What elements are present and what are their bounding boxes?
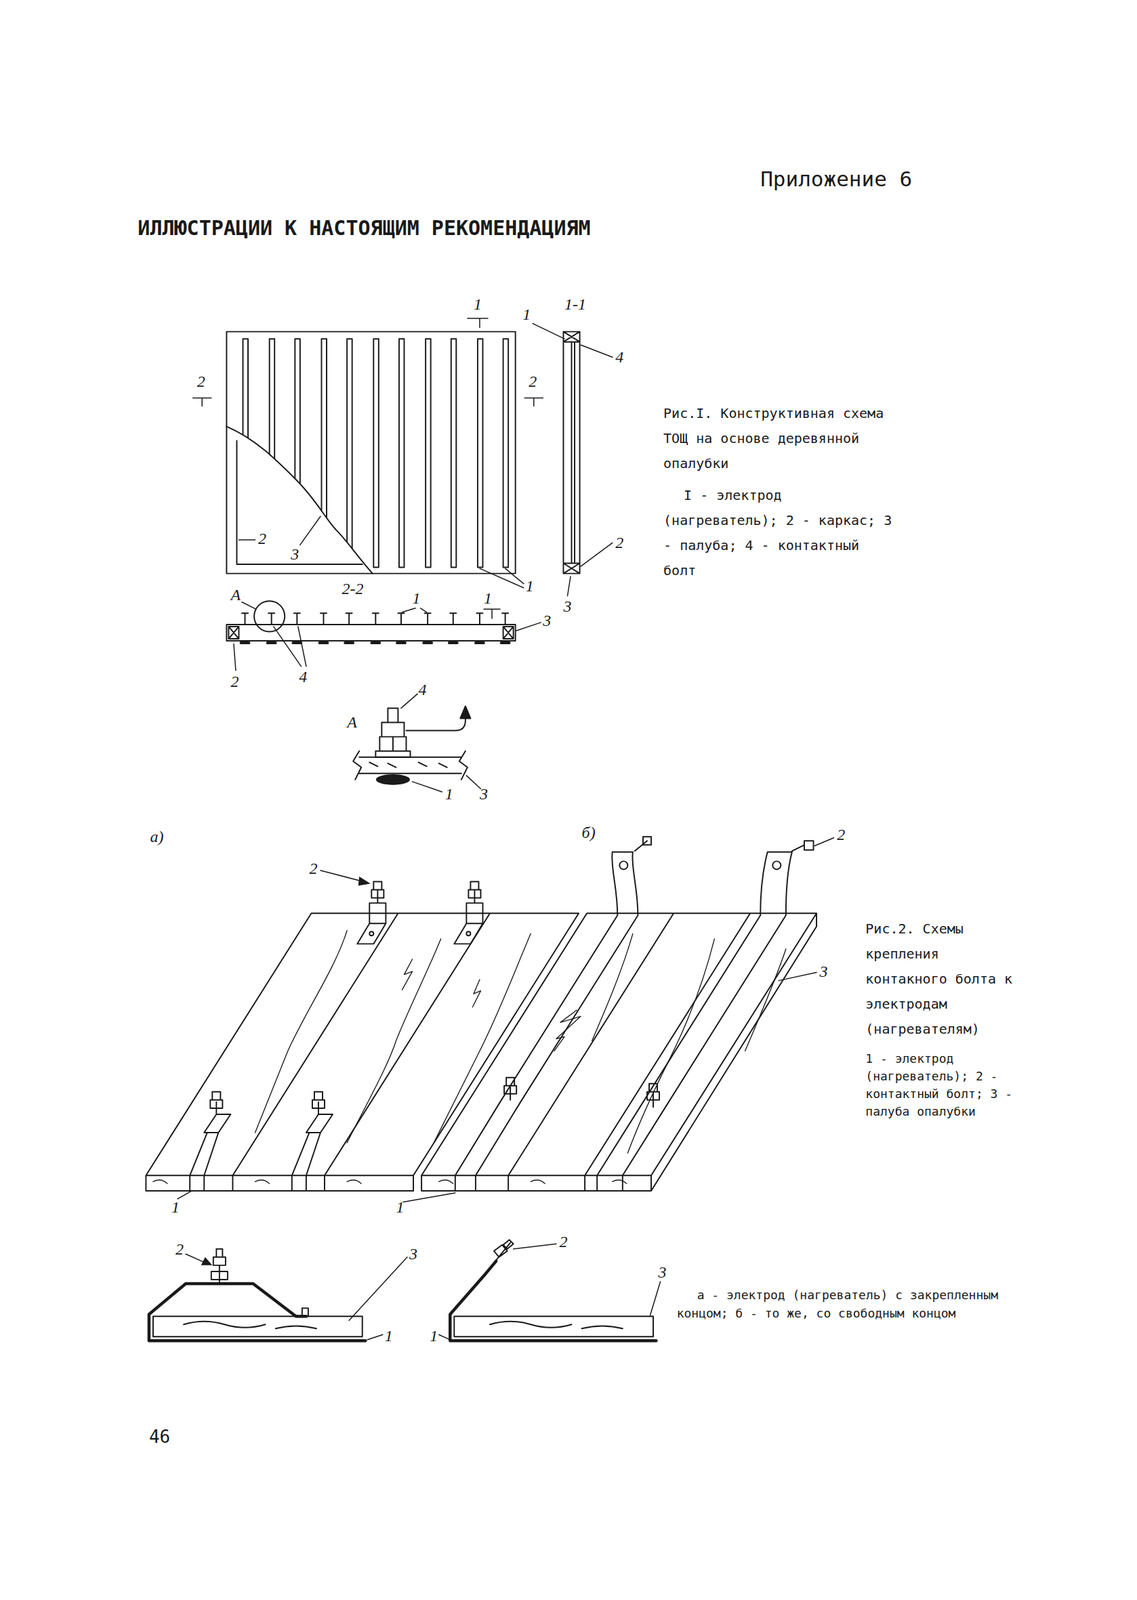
callout-number: 3: [819, 963, 829, 980]
figure-caption: Рис.I. Конструктивная схема ТОЩ на основ…: [663, 401, 894, 477]
free-electrodes: [455, 836, 814, 1192]
section-a-board: [153, 1316, 363, 1337]
leader-lines: [177, 318, 835, 1341]
caption-block: Рис.2. Схемы крепления контакного болта …: [865, 916, 1027, 1121]
callout-number: а): [149, 828, 164, 845]
frame-lines: [236, 441, 362, 565]
figure-legend: 1 - электрод (нагреватель); 2 - контактн…: [865, 1050, 1027, 1121]
fixed-electrodes: [189, 882, 483, 1192]
figure-note: а - электрод (нагреватель) с закрепленны…: [676, 1286, 1057, 1323]
section-b-bolt: [491, 1239, 514, 1266]
cutaway-edge: [226, 426, 372, 574]
callout-number: 2: [615, 534, 624, 551]
callout-number: 3: [563, 598, 572, 615]
callout-number: 1: [525, 577, 534, 595]
callout-number: 2: [230, 673, 239, 690]
page-number: 46: [149, 1427, 171, 1448]
section-2-2: [226, 624, 515, 642]
contact-bolts: [241, 613, 509, 625]
callout-number: 1: [522, 306, 531, 323]
callout-number: 4: [615, 348, 624, 366]
callout-number: 1: [483, 590, 492, 607]
wire-arrow: [460, 706, 471, 719]
callout-number: 2: [528, 373, 537, 390]
callout-number: 2: [559, 1233, 568, 1251]
callout-number: 3: [542, 612, 551, 629]
figure-legend: I - электрод (нагреватель); 2 - каркас; …: [663, 483, 894, 584]
callout-number: 2-2: [342, 580, 364, 597]
callout-number: 3: [479, 786, 488, 803]
detail-wire: [406, 716, 466, 731]
electrode-sections: [240, 641, 509, 645]
callout-number: 1: [171, 1199, 180, 1216]
wood-grain: [153, 931, 787, 1185]
leader-arrows: [201, 876, 371, 1266]
strip-hole: [619, 861, 628, 870]
formwork-boards: [145, 913, 817, 1192]
callout-number: 2: [308, 860, 318, 877]
callout-number: 1-1: [564, 296, 587, 313]
callout-number: 4: [298, 668, 307, 686]
strip-hole: [772, 861, 781, 870]
section-b-board: [453, 1316, 654, 1337]
section-b-electrode: [449, 1261, 656, 1341]
callout-number: 1: [445, 786, 454, 803]
annex-heading: Приложение 6: [760, 166, 913, 192]
bracket-hole: [369, 931, 374, 936]
callout-number: 3: [409, 1246, 418, 1263]
figure-caption: Рис.2. Схемы крепления контакного болта …: [865, 916, 1027, 1043]
callout-number: 2: [175, 1241, 184, 1258]
callout-number: 4: [418, 681, 427, 698]
detail-circle: [254, 601, 285, 632]
callout-number: А: [230, 586, 241, 604]
callout-number: 1: [395, 1199, 404, 1216]
formwork-outline: [226, 332, 515, 574]
callout-number: 1: [412, 590, 421, 607]
callout-number: 1: [429, 1328, 438, 1345]
cutaway-ground: [226, 426, 372, 574]
bracket-hole: [466, 931, 471, 936]
detail-bolt: [375, 708, 410, 757]
callout-number: А: [346, 714, 358, 731]
callout-number: 1: [473, 296, 482, 313]
section-1-1: [563, 332, 580, 574]
callout-number: 2: [258, 530, 267, 547]
callout-number: 2: [197, 373, 206, 390]
detail-electrode: [376, 775, 410, 785]
caption-block: Рис.I. Конструктивная схема ТОЩ на основ…: [663, 401, 894, 584]
callout-number: 1: [384, 1328, 394, 1345]
callout-number: б): [582, 824, 596, 841]
page-title: ИЛЛЮСТРАЦИИ К НАСТОЯЩИМ РЕКОМЕНДАЦИЯМ: [137, 216, 591, 240]
callout-number: 3: [658, 1264, 667, 1281]
callout-number: 2: [836, 826, 845, 843]
section-a-bolt: [211, 1249, 309, 1317]
callout-number: 3: [290, 546, 299, 563]
section-a-electrode: [149, 1284, 366, 1341]
